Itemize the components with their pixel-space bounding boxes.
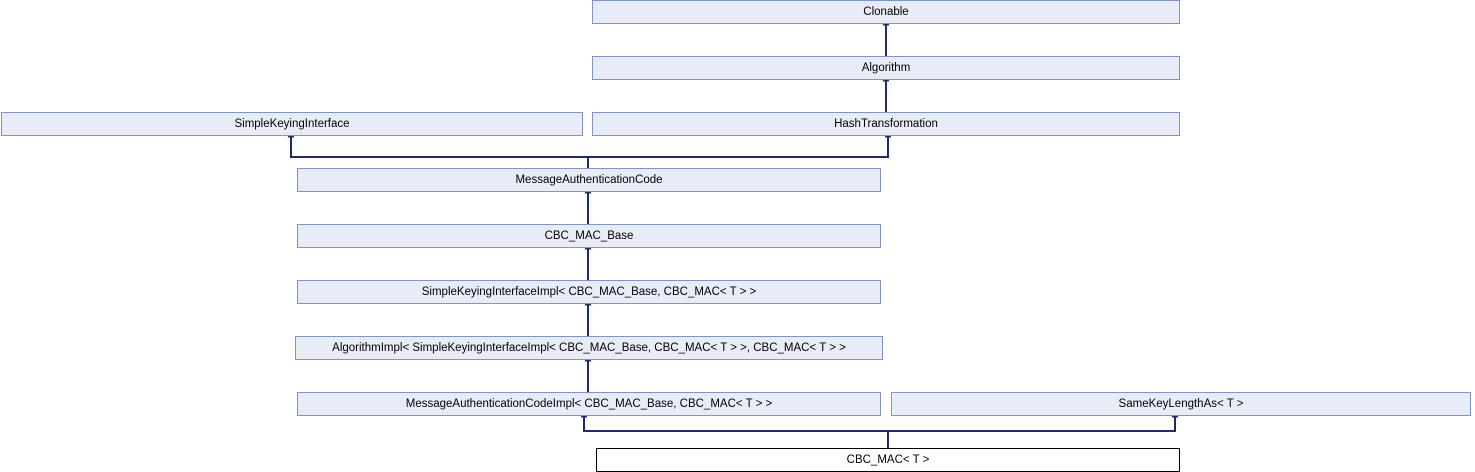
class-node-cbc-mac[interactable]: CBC_MAC< T > <box>596 448 1180 472</box>
edge-mac-to-simplekeyinginterface <box>287 130 589 168</box>
class-node-label: CBC_MAC< T > <box>846 454 930 466</box>
class-node-label: MessageAuthenticationCodeImpl< CBC_MAC_B… <box>405 398 773 410</box>
class-node-message-authentication-code-impl[interactable]: MessageAuthenticationCodeImpl< CBC_MAC_B… <box>297 392 881 416</box>
class-node-label: MessageAuthenticationCode <box>515 174 663 186</box>
class-node-label: Algorithm <box>861 62 911 74</box>
class-node-label: SimpleKeyingInterfaceImpl< CBC_MAC_Base,… <box>421 286 757 298</box>
class-node-cbc-mac-base[interactable]: CBC_MAC_Base <box>297 224 881 248</box>
class-node-label: Clonable <box>863 6 909 18</box>
class-node-label: SameKeyLengthAs< T > <box>1118 398 1244 410</box>
class-node-message-authentication-code[interactable]: MessageAuthenticationCode <box>297 168 881 192</box>
edge-cbcmac-to-macimpl <box>580 410 889 448</box>
class-node-same-key-length-as[interactable]: SameKeyLengthAs< T > <box>891 392 1471 416</box>
edge-cbcmac-to-samekeylengthas <box>888 410 1179 432</box>
class-node-simple-keying-interface-impl[interactable]: SimpleKeyingInterfaceImpl< CBC_MAC_Base,… <box>297 280 881 304</box>
class-node-label: SimpleKeyingInterface <box>234 118 350 130</box>
class-node-simple-keying-interface[interactable]: SimpleKeyingInterface <box>1 112 583 136</box>
edge-mac-to-hashtransformation <box>588 130 892 158</box>
class-node-algorithm-impl[interactable]: AlgorithmImpl< SimpleKeyingInterfaceImpl… <box>295 336 883 360</box>
class-node-hash-transformation[interactable]: HashTransformation <box>592 112 1180 136</box>
class-node-algorithm[interactable]: Algorithm <box>592 56 1180 80</box>
class-node-label: CBC_MAC_Base <box>544 230 634 242</box>
class-node-label: HashTransformation <box>834 118 938 130</box>
class-node-label: AlgorithmImpl< SimpleKeyingInterfaceImpl… <box>332 342 846 354</box>
class-node-clonable[interactable]: Clonable <box>592 0 1180 24</box>
